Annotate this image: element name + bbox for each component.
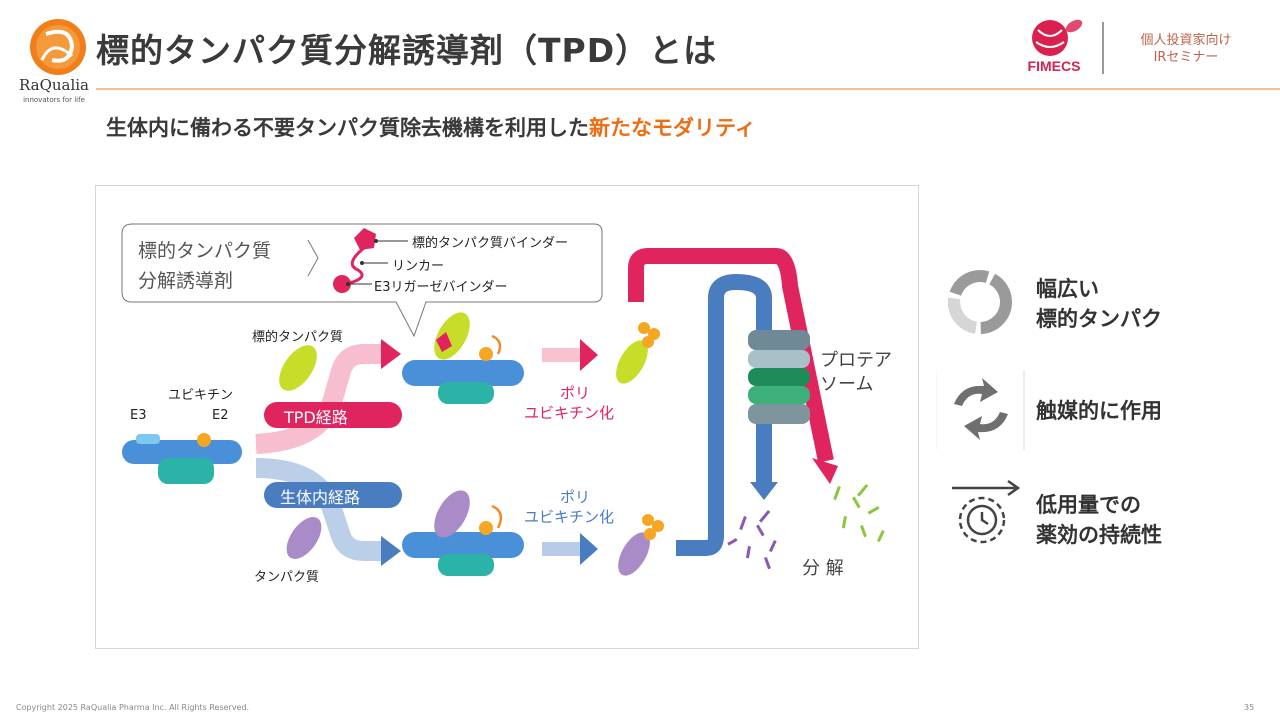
proteasome-label-line-1: プロテア xyxy=(820,350,892,371)
tpd-mechanism-diagram xyxy=(121,223,885,576)
benefit-3-line-2: 薬効の持続性 xyxy=(1036,523,1162,547)
target-protein-shape xyxy=(279,345,317,391)
benefit-3: 低用量での 薬効の持続性 xyxy=(1036,490,1162,550)
target-protein-label: 標的タンパク質 xyxy=(252,330,344,345)
e2-label: E2 xyxy=(212,408,229,423)
raqualia-logo xyxy=(30,19,86,75)
protein-label: タンパク質 xyxy=(254,570,320,585)
legend-callout-box xyxy=(121,223,603,338)
legend-title-line-1: 標的タンパク質 xyxy=(138,240,272,262)
tpd-route-badge xyxy=(264,402,402,428)
proteasome-icon xyxy=(748,330,810,424)
header-divider xyxy=(96,88,1280,90)
e3-e2-complex-left xyxy=(122,433,242,484)
benefit-1-line-2: 標的タンパク xyxy=(1036,307,1162,331)
benefit-1: 幅広い 標的タンパク xyxy=(1036,274,1162,334)
native-complex xyxy=(402,490,524,576)
proteasome-label-line-2: ソーム xyxy=(820,374,874,395)
benefit-1-line-1: 幅広い xyxy=(1036,277,1099,301)
poly-ub-arrow-tpd-icon xyxy=(580,339,598,371)
seminar-line-2: IRセミナー xyxy=(1153,50,1219,65)
native-route-badge xyxy=(264,482,402,508)
tpd-ternary-complex xyxy=(402,312,524,404)
degraded-fragments-green xyxy=(833,484,885,543)
poly-tpd-line-2: ユビキチン化 xyxy=(524,404,615,422)
clock-arrow-icon xyxy=(952,479,1021,544)
donut-icon xyxy=(948,270,1012,334)
benefit-2-line-1: 触媒的に作用 xyxy=(1036,399,1162,423)
subtitle-prefix: 生体内に備わる不要タンパク質除去機構を利用した xyxy=(106,116,589,140)
legend-chevron-icon xyxy=(307,239,319,277)
fimecs-logo-text: FIMECS xyxy=(1027,58,1081,74)
header-vertical-divider xyxy=(1102,22,1104,74)
benefit-3-line-1: 低用量での xyxy=(1036,493,1141,517)
tpd-route-label: TPD経路 xyxy=(284,408,348,427)
target-binder-icon xyxy=(354,228,376,250)
seminar-label: 個人投資家向け IRセミナー xyxy=(1120,32,1252,66)
e3-label: E3 xyxy=(130,408,147,423)
poly-ub-arrow-native-icon xyxy=(580,533,598,565)
native-route-arrow-icon xyxy=(381,536,401,566)
e3-binder-icon xyxy=(333,275,351,293)
degraded-fragments-purple xyxy=(727,510,777,570)
recycle-arrows-icon xyxy=(936,370,1025,450)
logo-tagline: innovators for life xyxy=(23,96,85,104)
poly-tpd-line-1: ポリ xyxy=(560,384,591,402)
polyub-target-protein xyxy=(616,340,648,384)
page-title: 標的タンパク質分解誘導剤（TPD）とは xyxy=(96,31,718,70)
subtitle: 生体内に備わる不要タンパク質除去機構を利用した新たなモダリティ xyxy=(106,112,756,142)
page-number: 35 xyxy=(1244,703,1255,712)
subtitle-highlight: 新たなモダリティ xyxy=(589,116,756,140)
degradation-label: 分 解 xyxy=(802,558,844,579)
linker-icon xyxy=(345,246,365,286)
native-degradation-route xyxy=(676,273,772,556)
tpd-degradation-route xyxy=(628,248,834,463)
seminar-line-1: 個人投資家向け xyxy=(1140,33,1232,48)
poly-native-line-1: ポリ xyxy=(560,488,591,506)
native-route-label: 生体内経路 xyxy=(280,488,361,507)
ubiquitin-label: ユビキチン xyxy=(168,388,234,403)
polyub-native-protein xyxy=(618,532,650,576)
tpd-route-ribbon xyxy=(255,344,381,454)
legend-title-line-2: 分解誘導剤 xyxy=(138,270,234,292)
native-protein-shape xyxy=(286,516,322,560)
tpd-route-arrow-icon xyxy=(381,339,401,369)
copyright: Copyright 2025 RaQualia Pharma Inc. All … xyxy=(16,703,250,712)
tpd-diagram-panel: 標的タンパク質 分解誘導剤 標的タンパク質バインダー リンカー E3リガーゼバイ… xyxy=(95,185,919,649)
legend-item-target-binder: 標的タンパク質バインダー xyxy=(412,236,569,251)
logo-name: RaQualia xyxy=(18,76,90,94)
legend-item-e3-binder: E3リガーゼバインダー xyxy=(374,280,508,295)
poly-native-line-2: ユビキチン化 xyxy=(524,508,615,526)
fimecs-logo-icon xyxy=(1032,19,1083,56)
legend-item-linker: リンカー xyxy=(392,259,445,274)
benefit-2: 触媒的に作用 xyxy=(1036,396,1162,426)
